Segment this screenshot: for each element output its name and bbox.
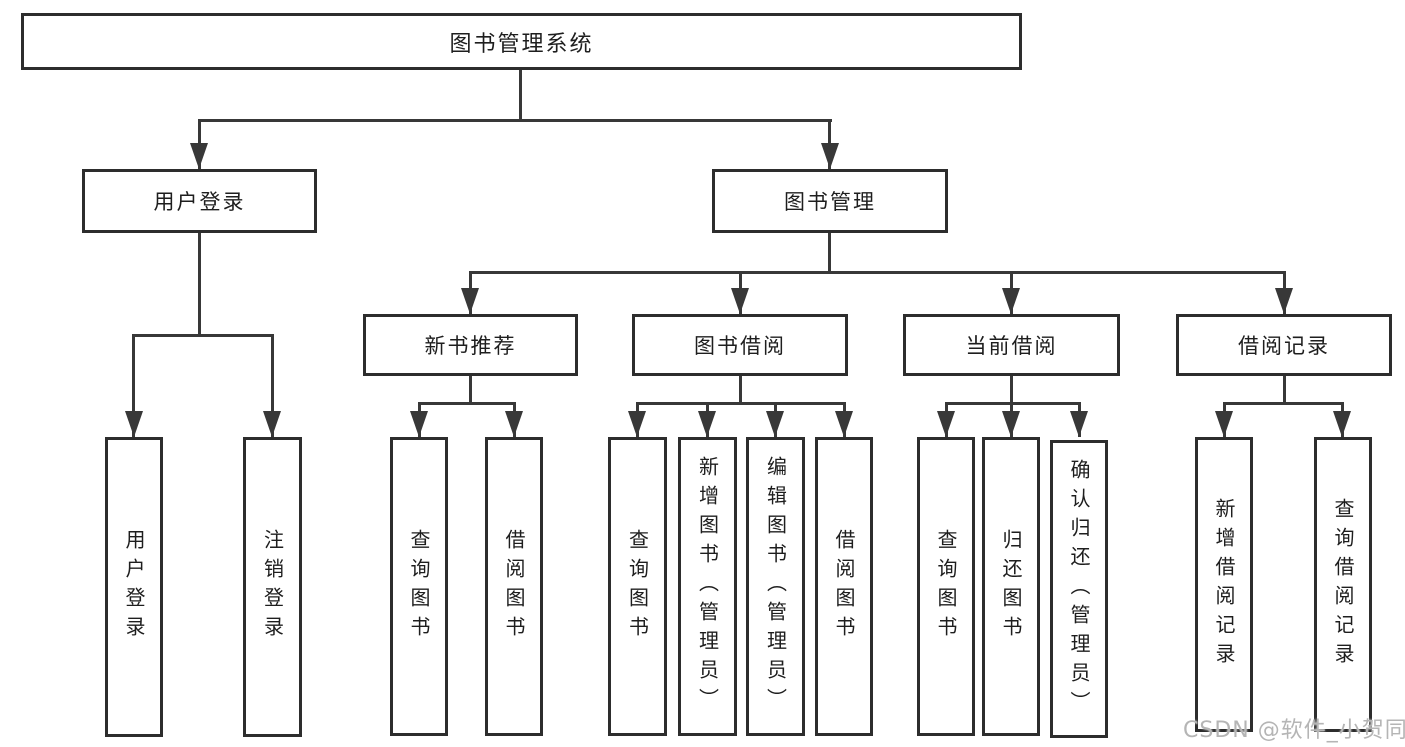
arrowhead-down-icon [1070,411,1088,437]
arrowhead-down-icon [937,411,955,437]
node-label: 查询图书 [407,528,431,645]
node-label: 新增图书（管理员） [695,456,720,717]
node-current-borrow: 当前借阅 [903,314,1120,376]
arrowhead-down-icon [835,411,853,437]
arrowhead-down-icon [1002,288,1020,314]
arrowhead-down-icon [410,411,428,437]
connector-line [739,376,742,405]
node-user-login: 用户登录 [82,169,317,233]
leaf-add-book-admin: 新增图书（管理员） [678,437,737,736]
connector-line [198,233,201,337]
node-label: 用户登录 [122,529,146,645]
node-label: 借阅图书 [502,528,526,645]
connector-line [519,70,522,122]
watermark: CSDN @软件_小贺同学 [1183,718,1405,743]
arrowhead-down-icon [263,411,281,437]
node-label: 查询借阅记录 [1331,497,1355,672]
arrowhead-down-icon [628,411,646,437]
node-library-system: 图书管理系统 [21,13,1022,70]
leaf-user-login: 用户登录 [105,437,163,737]
connector-line [828,233,831,274]
node-label: 当前借阅 [965,334,1058,358]
connector-line [418,402,516,405]
arrowhead-down-icon [505,411,523,437]
arrowhead-down-icon [190,143,208,169]
arrowhead-down-icon [1215,411,1233,437]
arrowhead-down-icon [1333,411,1351,437]
arrowhead-down-icon [1002,411,1020,437]
node-label: 图书管理系统 [449,31,594,57]
connector-line [1010,376,1013,405]
connector-line [945,402,1081,405]
node-label: 确认归还（管理员） [1067,458,1091,720]
node-label: 借阅图书 [832,528,856,645]
node-new-book-recommend: 新书推荐 [363,314,578,376]
leaf-edit-book-admin: 编辑图书（管理员） [746,437,805,736]
leaf-add-borrow-record: 新增借阅记录 [1195,437,1253,732]
connector-line [469,271,1286,274]
arrowhead-down-icon [821,143,839,169]
arrowhead-down-icon [461,288,479,314]
node-label: 借阅记录 [1238,334,1330,358]
leaf-query-borrow-record: 查询借阅记录 [1314,437,1372,732]
arrowhead-down-icon [731,288,749,314]
connector-line [1223,402,1344,405]
arrowhead-down-icon [1275,288,1293,314]
arrowhead-down-icon [698,411,716,437]
leaf-borrow-books: 借阅图书 [815,437,873,736]
node-label: 新增借阅记录 [1212,497,1236,672]
leaf-return-book: 归还图书 [982,437,1040,736]
leaf-confirm-return-admin: 确认归还（管理员） [1050,440,1108,738]
node-label: 编辑图书（管理员） [763,456,788,717]
connector-line [271,334,274,437]
arrowhead-down-icon [125,411,143,437]
node-label: 查询图书 [934,528,958,645]
node-label: 用户登录 [153,190,246,214]
node-borrow-records: 借阅记录 [1176,314,1392,376]
node-book-management: 图书管理 [712,169,948,233]
node-label: 图书借阅 [694,334,786,358]
connector-line [469,376,472,405]
node-label: 注销登录 [260,529,285,645]
leaf-borrow-books-recommend: 借阅图书 [485,437,543,736]
node-label: 图书管理 [784,190,876,214]
leaf-query-books-current: 查询图书 [917,437,975,736]
connector-line [1283,376,1286,405]
connector-line [132,334,135,437]
node-label: 新书推荐 [424,334,517,358]
node-book-borrow: 图书借阅 [632,314,848,376]
connector-line [636,402,846,405]
node-label: 归还图书 [999,528,1023,645]
leaf-logout: 注销登录 [243,437,302,737]
leaf-query-books-borrow: 查询图书 [608,437,667,736]
leaf-query-books-recommend: 查询图书 [390,437,448,736]
node-label: 查询图书 [625,528,650,645]
connector-line [198,119,832,122]
arrowhead-down-icon [766,411,784,437]
connector-line [132,334,274,337]
